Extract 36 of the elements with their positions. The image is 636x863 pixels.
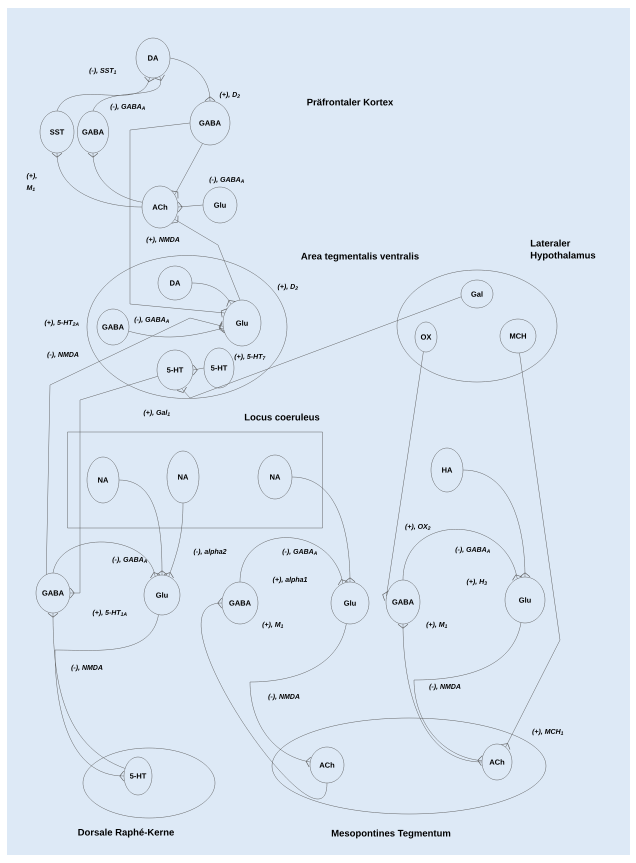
synapse-connector (164, 503, 184, 578)
synapse-connector (192, 364, 204, 376)
region-heading: Präfrontaler Kortex (307, 98, 394, 106)
synapse-connector (292, 476, 356, 582)
region-heading: Locus coeruleus (244, 414, 320, 420)
synapse-connector (382, 352, 424, 601)
synapse-connector (176, 296, 462, 398)
synapse-connector (171, 143, 203, 199)
synapse-connector (130, 122, 228, 318)
synapse-connector (178, 202, 203, 212)
synapse-connector (250, 624, 347, 768)
synapse-connector (54, 614, 159, 782)
synapse-connector (52, 542, 160, 578)
synapse-connector (463, 470, 530, 578)
region-heading: Area tegmentalis ventralis (301, 252, 419, 262)
synapse-connector (192, 282, 236, 307)
synapse-connector (414, 622, 522, 766)
synapse-connector (501, 352, 560, 750)
synapse-connector (128, 322, 225, 338)
synapse-connector (52, 152, 142, 208)
synapse-connector (402, 529, 522, 581)
synapse-connector (46, 318, 224, 575)
region-heading: Mesopontines Tegmentum (332, 830, 450, 838)
synapse-connector (88, 152, 142, 202)
region-heading: Lateraler Hypothalamus (530, 240, 596, 260)
synapse-connector (119, 480, 168, 576)
synapse-connector (398, 624, 482, 762)
synapse-connector (48, 612, 126, 769)
synapse-connector (170, 58, 216, 102)
region-heading: Dorsale Raphé-Kerne (78, 828, 174, 838)
synapse-connector (70, 376, 158, 598)
synapse-connector (240, 537, 348, 586)
synapse-connector (200, 598, 328, 798)
synapse-connector (171, 215, 240, 300)
synapse-connector (92, 74, 165, 111)
synapse-connector (56, 76, 155, 111)
